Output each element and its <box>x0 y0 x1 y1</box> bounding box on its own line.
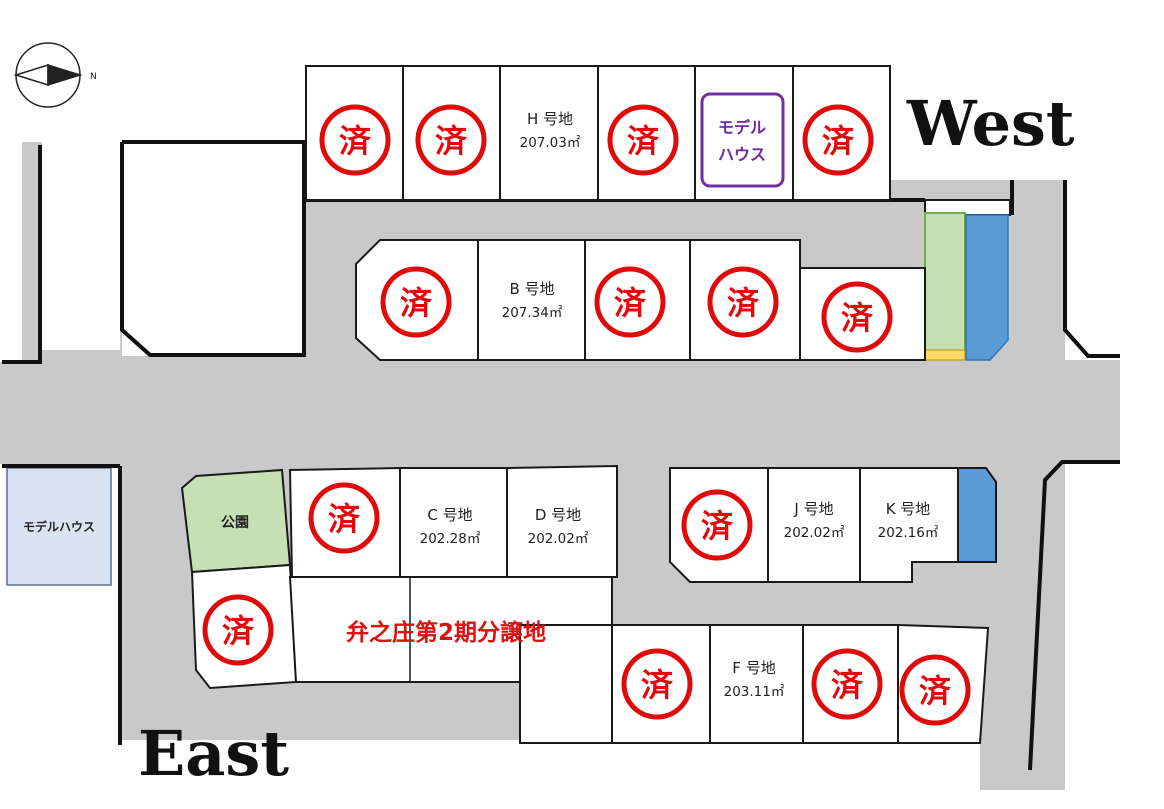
model-house-top <box>700 92 785 188</box>
model-house-top-line1: モデル <box>718 118 766 137</box>
svg-text:済: 済 <box>400 284 433 322</box>
sold-mark: 済 <box>621 648 693 720</box>
row-top <box>305 65 891 201</box>
block-top-left <box>122 142 304 356</box>
sold-mark: 済 <box>319 104 391 176</box>
svg-text:済: 済 <box>328 500 361 538</box>
lot-J-name: J 号地 <box>793 500 833 518</box>
sold-mark: 済 <box>821 281 893 353</box>
row-second <box>355 239 926 361</box>
svg-text:済: 済 <box>701 507 734 545</box>
svg-text:済: 済 <box>641 666 674 704</box>
sold-mark: 済 <box>811 648 883 720</box>
sold-mark: 済 <box>681 489 753 561</box>
compass-icon: N <box>13 42 97 108</box>
svg-text:済: 済 <box>841 299 874 337</box>
svg-text:済: 済 <box>822 122 855 160</box>
lot-F-name: F 号地 <box>732 659 775 677</box>
development-title: 弁之庄第2期分譲地 <box>346 619 546 646</box>
sold-marks: 済 済 済 済 済 済 済 済 済 済 済 済 済 済 <box>202 104 971 726</box>
svg-text:済: 済 <box>222 612 255 650</box>
lot-K-name: K 号地 <box>886 500 931 518</box>
sold-mark: 済 <box>899 654 971 726</box>
lot-D-name: D 号地 <box>535 506 581 524</box>
sold-mark: 済 <box>380 266 452 338</box>
svg-text:済: 済 <box>614 284 647 322</box>
svg-text:済: 済 <box>831 666 864 704</box>
sold-mark: 済 <box>415 104 487 176</box>
svg-text:済: 済 <box>627 122 660 160</box>
svg-text:済: 済 <box>727 284 760 322</box>
model-house-top-line2: ハウス <box>718 145 766 164</box>
sold-mark: 済 <box>308 482 380 554</box>
park-label: 公園 <box>221 515 249 531</box>
lot-F-area: 203.11㎡ <box>724 684 785 700</box>
lot-K-area: 202.16㎡ <box>878 525 939 541</box>
west-label: West <box>906 87 1075 160</box>
lot-B-name: B 号地 <box>509 280 554 298</box>
lot-H-name: H 号地 <box>527 110 573 128</box>
sold-mark: 済 <box>802 104 874 176</box>
sold-mark: 済 <box>594 266 666 338</box>
model-house-left <box>6 467 112 586</box>
lot-C-area: 202.28㎡ <box>420 531 481 547</box>
svg-text:済: 済 <box>339 122 372 160</box>
lot-J-area: 202.02㎡ <box>784 525 845 541</box>
model-house-left-label: モデルハウス <box>23 519 95 534</box>
sold-mark: 済 <box>607 104 679 176</box>
svg-text:済: 済 <box>435 122 468 160</box>
svg-text:N: N <box>90 72 97 82</box>
lot-H-area: 207.03㎡ <box>520 135 581 151</box>
sold-mark: 済 <box>202 594 274 666</box>
lot-labels: H 号地 207.03㎡ B 号地 207.34㎡ C 号地 202.28㎡ D… <box>420 110 939 700</box>
svg-text:済: 済 <box>919 672 952 710</box>
lot-D-area: 202.02㎡ <box>528 531 589 547</box>
sold-mark: 済 <box>707 266 779 338</box>
lot-C-name: C 号地 <box>427 506 472 524</box>
east-label: East <box>138 717 289 790</box>
lot-B-area: 207.34㎡ <box>502 305 563 321</box>
